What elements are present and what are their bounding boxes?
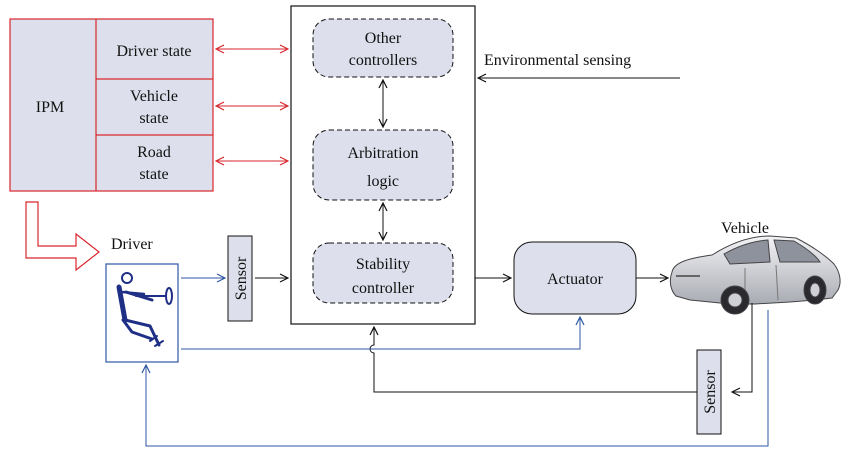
- ipm-label: IPM: [36, 99, 64, 116]
- vehicle-state-label-1: Vehicle: [130, 88, 178, 105]
- environmental-sensing-label: Environmental sensing: [484, 52, 631, 69]
- vehicle-label: Vehicle: [721, 220, 769, 237]
- actuator-label: Actuator: [547, 271, 604, 288]
- road-state-label-1: Road: [137, 144, 171, 161]
- actuator-box: Actuator: [513, 241, 637, 315]
- arbitration-label-2: logic: [367, 173, 399, 190]
- stability-label-2: controller: [352, 280, 415, 297]
- car-icon: [669, 235, 841, 315]
- driver-to-actuator-line: [181, 317, 580, 350]
- vehicle-to-sensor-line: [732, 303, 753, 392]
- ipm-links: [216, 49, 288, 161]
- other-controllers-box: Other controllers: [312, 18, 454, 78]
- driver-state-label: Driver state: [116, 43, 191, 60]
- other-controllers-label-1: Other: [365, 30, 402, 47]
- sensor-right-box: Sensor: [696, 349, 722, 435]
- sensor-to-controller-feedback: [370, 327, 697, 393]
- arbitration-logic-box: Arbitration logic: [312, 129, 454, 201]
- sensor-left-label: Sensor: [233, 256, 250, 300]
- driver-box: [105, 263, 179, 363]
- stability-label-1: Stability: [356, 256, 410, 273]
- driver-label: Driver: [111, 236, 153, 253]
- stability-controller-box: Stability controller: [312, 242, 454, 304]
- sensor-right-label: Sensor: [702, 370, 719, 414]
- controller-box: Other controllers Arbitration logic Stab…: [290, 5, 476, 325]
- vehicle-state-label-2: state: [139, 110, 168, 127]
- driver-steering-icon: [116, 272, 173, 347]
- other-controllers-label-2: controllers: [349, 52, 417, 69]
- arbitration-label-1: Arbitration: [347, 145, 418, 162]
- ipm-to-driver-arrow: [25, 201, 100, 272]
- vehicle-to-driver-feedback: [146, 310, 769, 447]
- sensor-left-box: Sensor: [227, 235, 253, 322]
- road-state-label-2: state: [139, 166, 168, 183]
- ipm-block: IPM Driver state Vehicle state Road stat…: [9, 18, 214, 192]
